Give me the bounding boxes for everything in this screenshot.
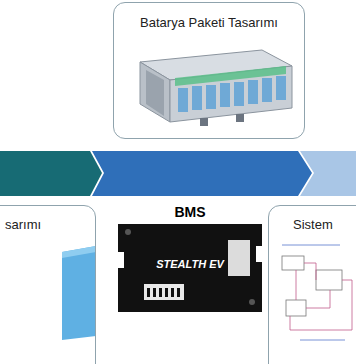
box-title: Batarya Paketi Tasarımı <box>140 15 278 30</box>
box-title: sarımı <box>5 217 41 232</box>
module-figure <box>62 246 96 340</box>
schematic <box>282 245 352 340</box>
process-box: Batarya Paketi Tasarımı <box>113 2 305 139</box>
box-title: Sistem <box>293 217 333 232</box>
chevron <box>0 151 102 196</box>
process-box: Sistem <box>268 205 356 364</box>
board-marking: STEALTH EV <box>156 258 224 270</box>
module-figure <box>62 246 96 258</box>
part-name: BMS <box>174 204 205 220</box>
chevron <box>92 151 312 196</box>
process-box: sarımı <box>0 205 96 364</box>
battery-pack <box>140 50 292 126</box>
bms-board <box>118 224 262 312</box>
chevron <box>300 151 356 196</box>
